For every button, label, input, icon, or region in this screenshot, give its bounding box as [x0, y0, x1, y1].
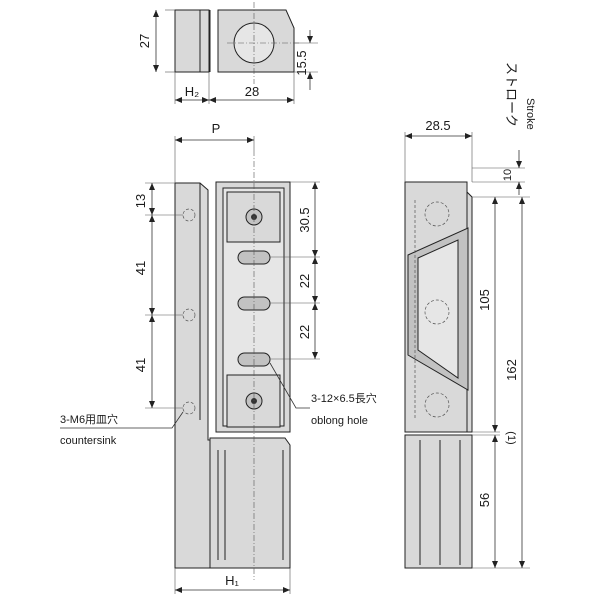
- dim-30-5: 30.5: [297, 207, 312, 232]
- front-view: [174, 150, 291, 580]
- dim-22-upper: 22: [297, 274, 312, 288]
- dim-105: 105: [477, 289, 492, 311]
- dim-41-lower: 41: [133, 358, 148, 372]
- dim-h2: H₂: [185, 84, 199, 99]
- front-lower-body: [209, 437, 291, 569]
- top-view-left-block: [174, 9, 210, 73]
- dim-top-offset: 15.5: [294, 50, 309, 75]
- dim-28-5: 28.5: [425, 118, 450, 133]
- stroke-label-en: Stroke: [524, 98, 536, 130]
- stroke-label-jp: ストローク: [504, 62, 519, 127]
- note-countersink-jp: 3-M6用皿穴: [60, 412, 118, 426]
- dim-13: 13: [133, 194, 148, 208]
- note-oblong-en: oblong hole: [311, 415, 368, 427]
- top-view: [174, 2, 300, 84]
- side-lower-block: [404, 434, 473, 569]
- dim-22-lower: 22: [297, 325, 312, 339]
- note-oblong-jp: 3-12×6.5長穴: [311, 391, 377, 405]
- dim-h1: H₁: [225, 573, 239, 588]
- countersink-holes: [182, 208, 196, 415]
- dim-1: (1): [505, 431, 517, 444]
- dim-10: 10: [502, 169, 514, 181]
- front-left-leaf: [174, 182, 211, 569]
- dim-56: 56: [477, 493, 492, 507]
- dim-top-height: 27: [137, 34, 152, 48]
- note-countersink-en: countersink: [60, 435, 117, 447]
- side-view: [404, 181, 473, 569]
- dim-41-upper: 41: [133, 261, 148, 275]
- dim-162: 162: [504, 359, 519, 381]
- dim-pitch: P: [212, 121, 221, 136]
- dim-top-width: 28: [245, 84, 259, 99]
